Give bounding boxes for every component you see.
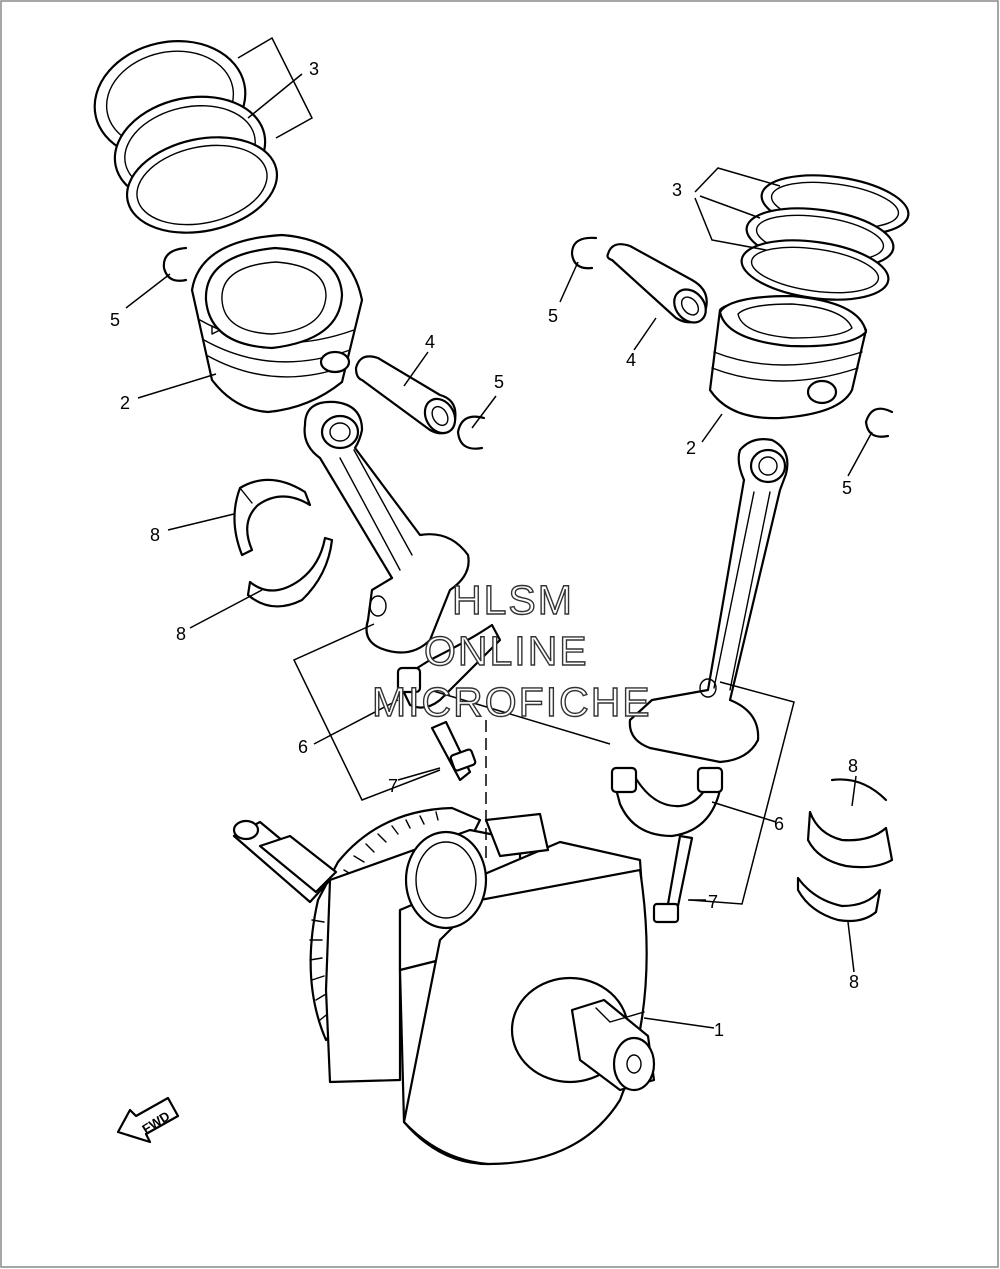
callout-1: 1 [714,1020,724,1040]
callouts: 3 3 5 5 4 4 5 2 2 5 8 8 6 7 8 6 7 8 1 [110,59,859,1040]
callout-3-right: 3 [672,180,682,200]
callout-6-right: 6 [774,814,784,834]
circlip-left-upper [162,246,188,282]
callout-8-left-lower: 8 [176,624,186,644]
callout-4-right: 4 [626,350,636,370]
circlip-right-upper [570,236,598,270]
piston-left [190,233,364,414]
callout-4-left: 4 [425,332,435,352]
bearing-shells-left [233,478,334,608]
rod-bolt-left [430,720,477,782]
fwd-arrow-icon: FWD [116,1096,180,1144]
callout-2-right: 2 [686,438,696,458]
callout-8-right-lower: 8 [849,972,859,992]
circlip-right-lower [864,407,894,438]
piston-pin-left [354,355,457,435]
callout-5-upper-right: 5 [548,306,558,326]
connecting-rod-left [303,400,470,654]
rod-cap-left [396,623,502,709]
piston-pin-right [606,243,708,324]
watermark: HLSM ONLINE MICROFICHE [371,576,652,725]
callout-8-right-upper: 8 [848,756,858,776]
circlip-left-lower [456,415,486,450]
callout-3-left: 3 [309,59,319,79]
watermark-line-1: HLSM [452,577,574,623]
callout-5-left-lower: 5 [494,372,504,392]
rod-cap-right [610,766,724,838]
callout-2-left: 2 [120,393,130,413]
leader-lines [125,36,873,1029]
callout-8-left-upper: 8 [150,525,160,545]
piston-rings-right [740,174,910,301]
rod-bolt-right [652,834,694,924]
crankshaft [232,806,656,1166]
callout-7-left: 7 [388,776,398,796]
callout-5-upper-left: 5 [110,310,120,330]
bearing-shells-right [796,778,894,923]
piston-rings-left [93,40,279,234]
connecting-rod-right [628,438,789,764]
watermark-line-3: MICROFICHE [372,679,652,725]
watermark-line-2: ONLINE [424,628,589,674]
callout-5-right-lower: 5 [842,478,852,498]
callout-6-left: 6 [298,737,308,757]
callout-7-right: 7 [708,892,718,912]
piston-right [708,294,868,420]
